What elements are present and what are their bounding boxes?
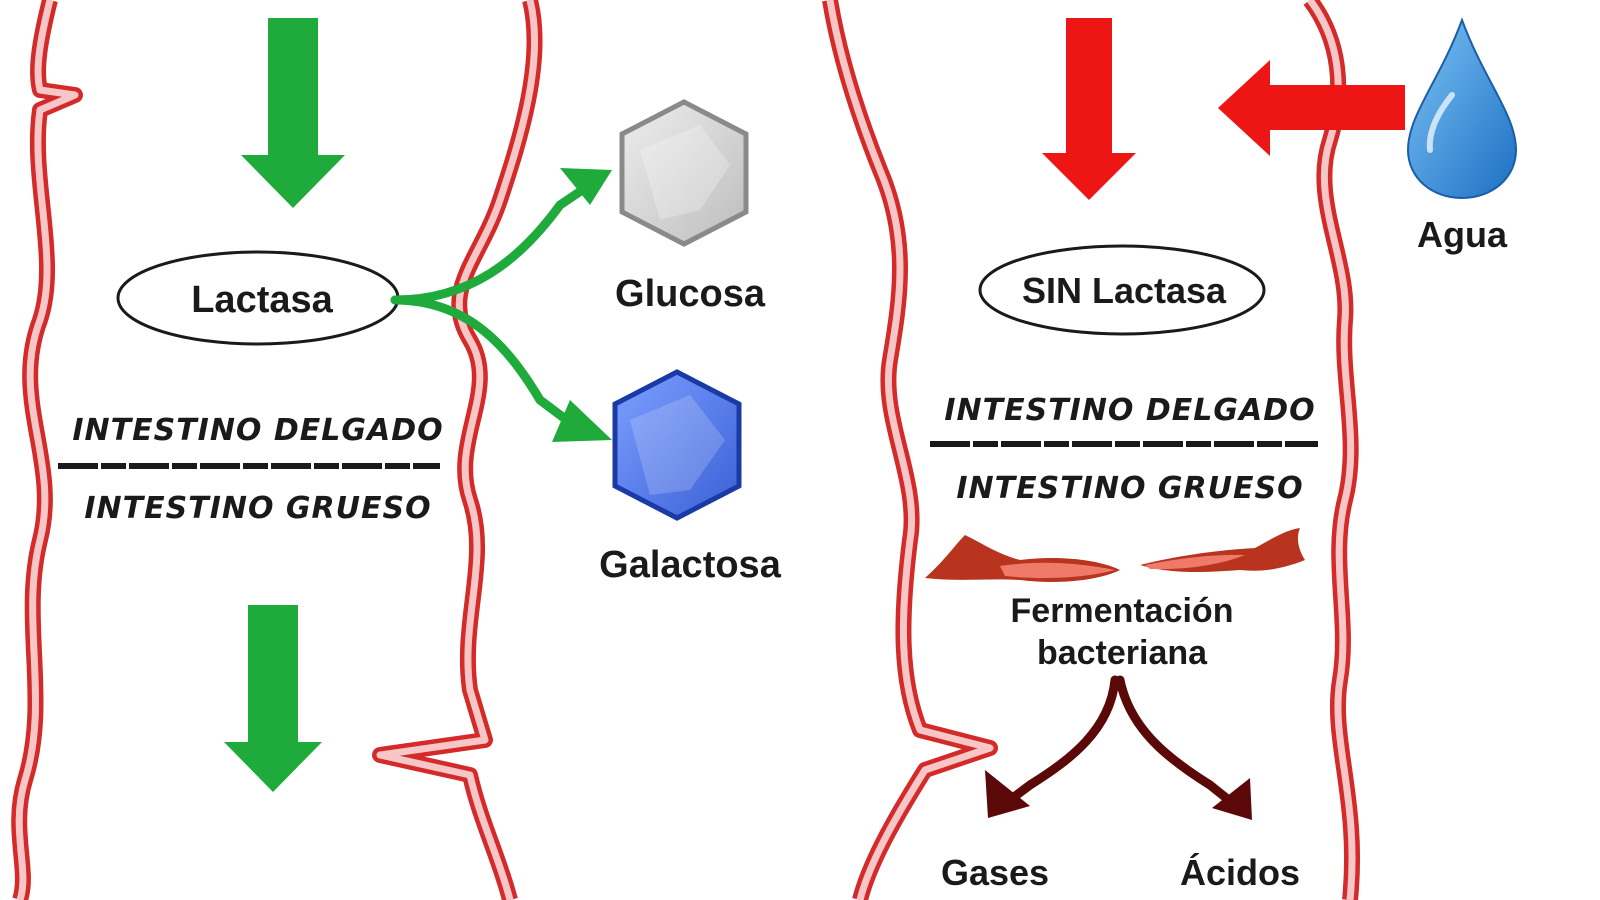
bacteria-left-icon bbox=[925, 535, 1120, 582]
left-intestine-right-wall bbox=[372, 0, 543, 900]
no-lactase-label: SIN Lactasa bbox=[1022, 270, 1227, 311]
water-drop-icon bbox=[1406, 17, 1518, 200]
right-intestine-right-wall bbox=[1303, 0, 1361, 900]
acids-label: Ácidos bbox=[1180, 852, 1300, 893]
glucose-label: Glucosa bbox=[615, 273, 766, 315]
bacteria-right-icon bbox=[1140, 528, 1305, 573]
fermentation-label-line2: bacteriana bbox=[1037, 634, 1208, 672]
water-left-arrow bbox=[1218, 60, 1405, 156]
left-top-down-arrow bbox=[241, 18, 345, 208]
galactose-hexagon bbox=[612, 369, 742, 521]
left-large-intestine-label: INTESTINO GRUESO bbox=[84, 491, 431, 526]
right-small-intestine-label: INTESTINO DELGADO bbox=[944, 393, 1315, 428]
lactase-label: Lactasa bbox=[191, 279, 333, 321]
galactose-label: Galactosa bbox=[599, 544, 782, 586]
fermentation-split-arrows bbox=[985, 675, 1252, 820]
right-top-down-arrow bbox=[1042, 18, 1136, 200]
left-split-arrows bbox=[390, 168, 612, 442]
fermentation-label-line1: Fermentación bbox=[1011, 592, 1234, 630]
left-bottom-down-arrow bbox=[224, 605, 322, 792]
water-label: Agua bbox=[1417, 214, 1508, 255]
left-intestine-left-wall bbox=[11, 0, 83, 900]
left-small-intestine-label: INTESTINO DELGADO bbox=[72, 413, 443, 448]
glucose-hexagon bbox=[619, 99, 749, 247]
right-intestine-left-wall bbox=[822, 0, 998, 900]
no-lactase-ellipse bbox=[978, 244, 1266, 336]
gases-label: Gases bbox=[941, 852, 1049, 893]
right-large-intestine-label: INTESTINO GRUESO bbox=[956, 471, 1303, 506]
